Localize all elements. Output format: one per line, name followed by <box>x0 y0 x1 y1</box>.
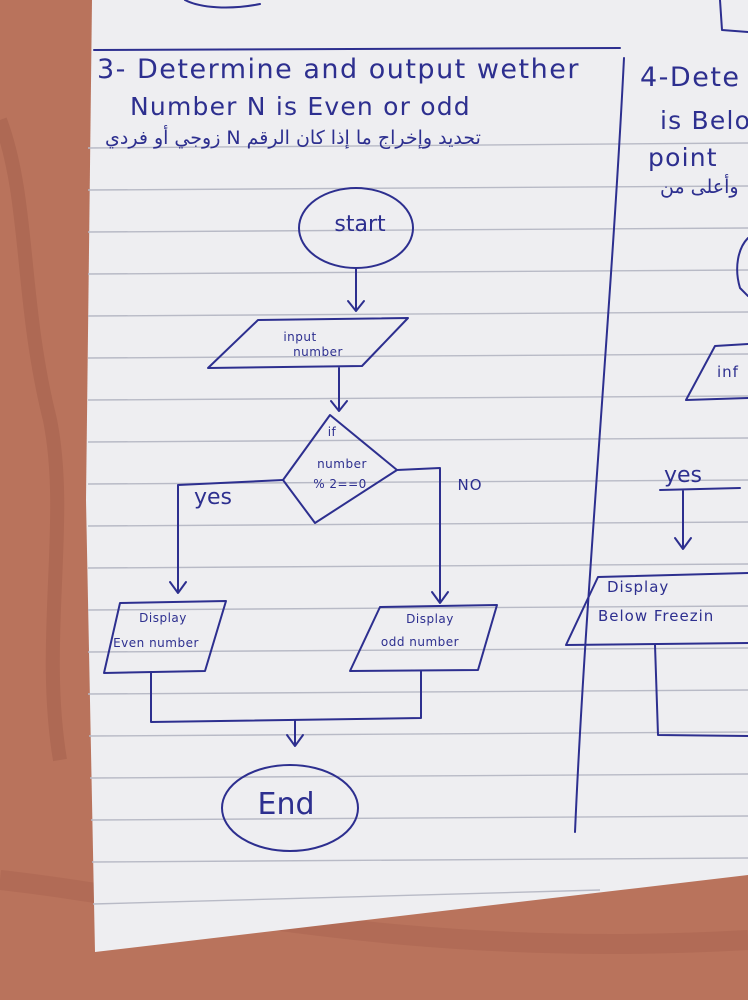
next-output-parallelogram <box>565 572 748 646</box>
next-yes-label: yes <box>664 463 703 488</box>
no-branch-label: NO <box>457 476 483 494</box>
arrow-to-end <box>286 719 304 747</box>
input-parallelogram <box>207 317 409 369</box>
previous-shape-stroke <box>184 0 261 9</box>
input-label-line2: number <box>293 345 343 359</box>
problem-title-line1: 3- Determine and output wether <box>97 54 580 85</box>
even-output-line2: Even number <box>113 636 199 650</box>
decision-label-line2: number <box>317 457 367 471</box>
even-output-line1: Display <box>139 611 187 625</box>
no-branch-connector <box>396 467 449 604</box>
start-label: start <box>334 212 386 237</box>
end-label: End <box>257 787 315 822</box>
odd-output-line2: odd number <box>380 635 460 649</box>
next-start-terminal <box>736 237 748 297</box>
arrow-input-to-decision <box>330 367 348 412</box>
column-divider <box>574 57 625 833</box>
problem-title-line2: Number N is Even or odd <box>130 92 471 121</box>
odd-output-line1: Display <box>406 612 454 626</box>
next-input-parallelogram <box>685 343 748 401</box>
next-display-line1: Display <box>607 578 670 596</box>
decision-label-line1: if <box>327 425 337 439</box>
next-problem-title-line3: point <box>648 143 718 172</box>
decision-diamond <box>282 414 398 524</box>
next-problem-title-arabic: وأعلى من <box>660 176 739 198</box>
next-display-line2: Below Freezin <box>598 607 715 625</box>
input-label-line1: input <box>283 330 317 344</box>
yes-branch-connector <box>169 479 284 594</box>
next-connector <box>654 644 748 737</box>
next-problem-title-line2: is Belo <box>660 106 748 135</box>
notebook-page <box>86 0 748 952</box>
next-input-label: inf <box>717 363 739 381</box>
even-output-parallelogram <box>103 600 227 674</box>
next-problem-title-line1: 4-Dete <box>640 62 741 93</box>
yes-branch-label: yes <box>193 485 233 510</box>
end-terminal <box>221 764 359 852</box>
next-yes-connector <box>659 487 741 550</box>
odd-output-parallelogram <box>349 604 498 672</box>
ruled-lines <box>87 142 748 905</box>
arrow-start-to-input <box>347 267 365 312</box>
merge-connector <box>150 670 422 723</box>
decision-label-line3: % 2==0 <box>313 477 367 491</box>
previous-box-stroke <box>719 0 748 33</box>
problem-title-arabic: تحديد وإخراج ما إذا كان الرقم N زوجي أو … <box>105 127 481 149</box>
frame-top-line <box>93 47 621 51</box>
